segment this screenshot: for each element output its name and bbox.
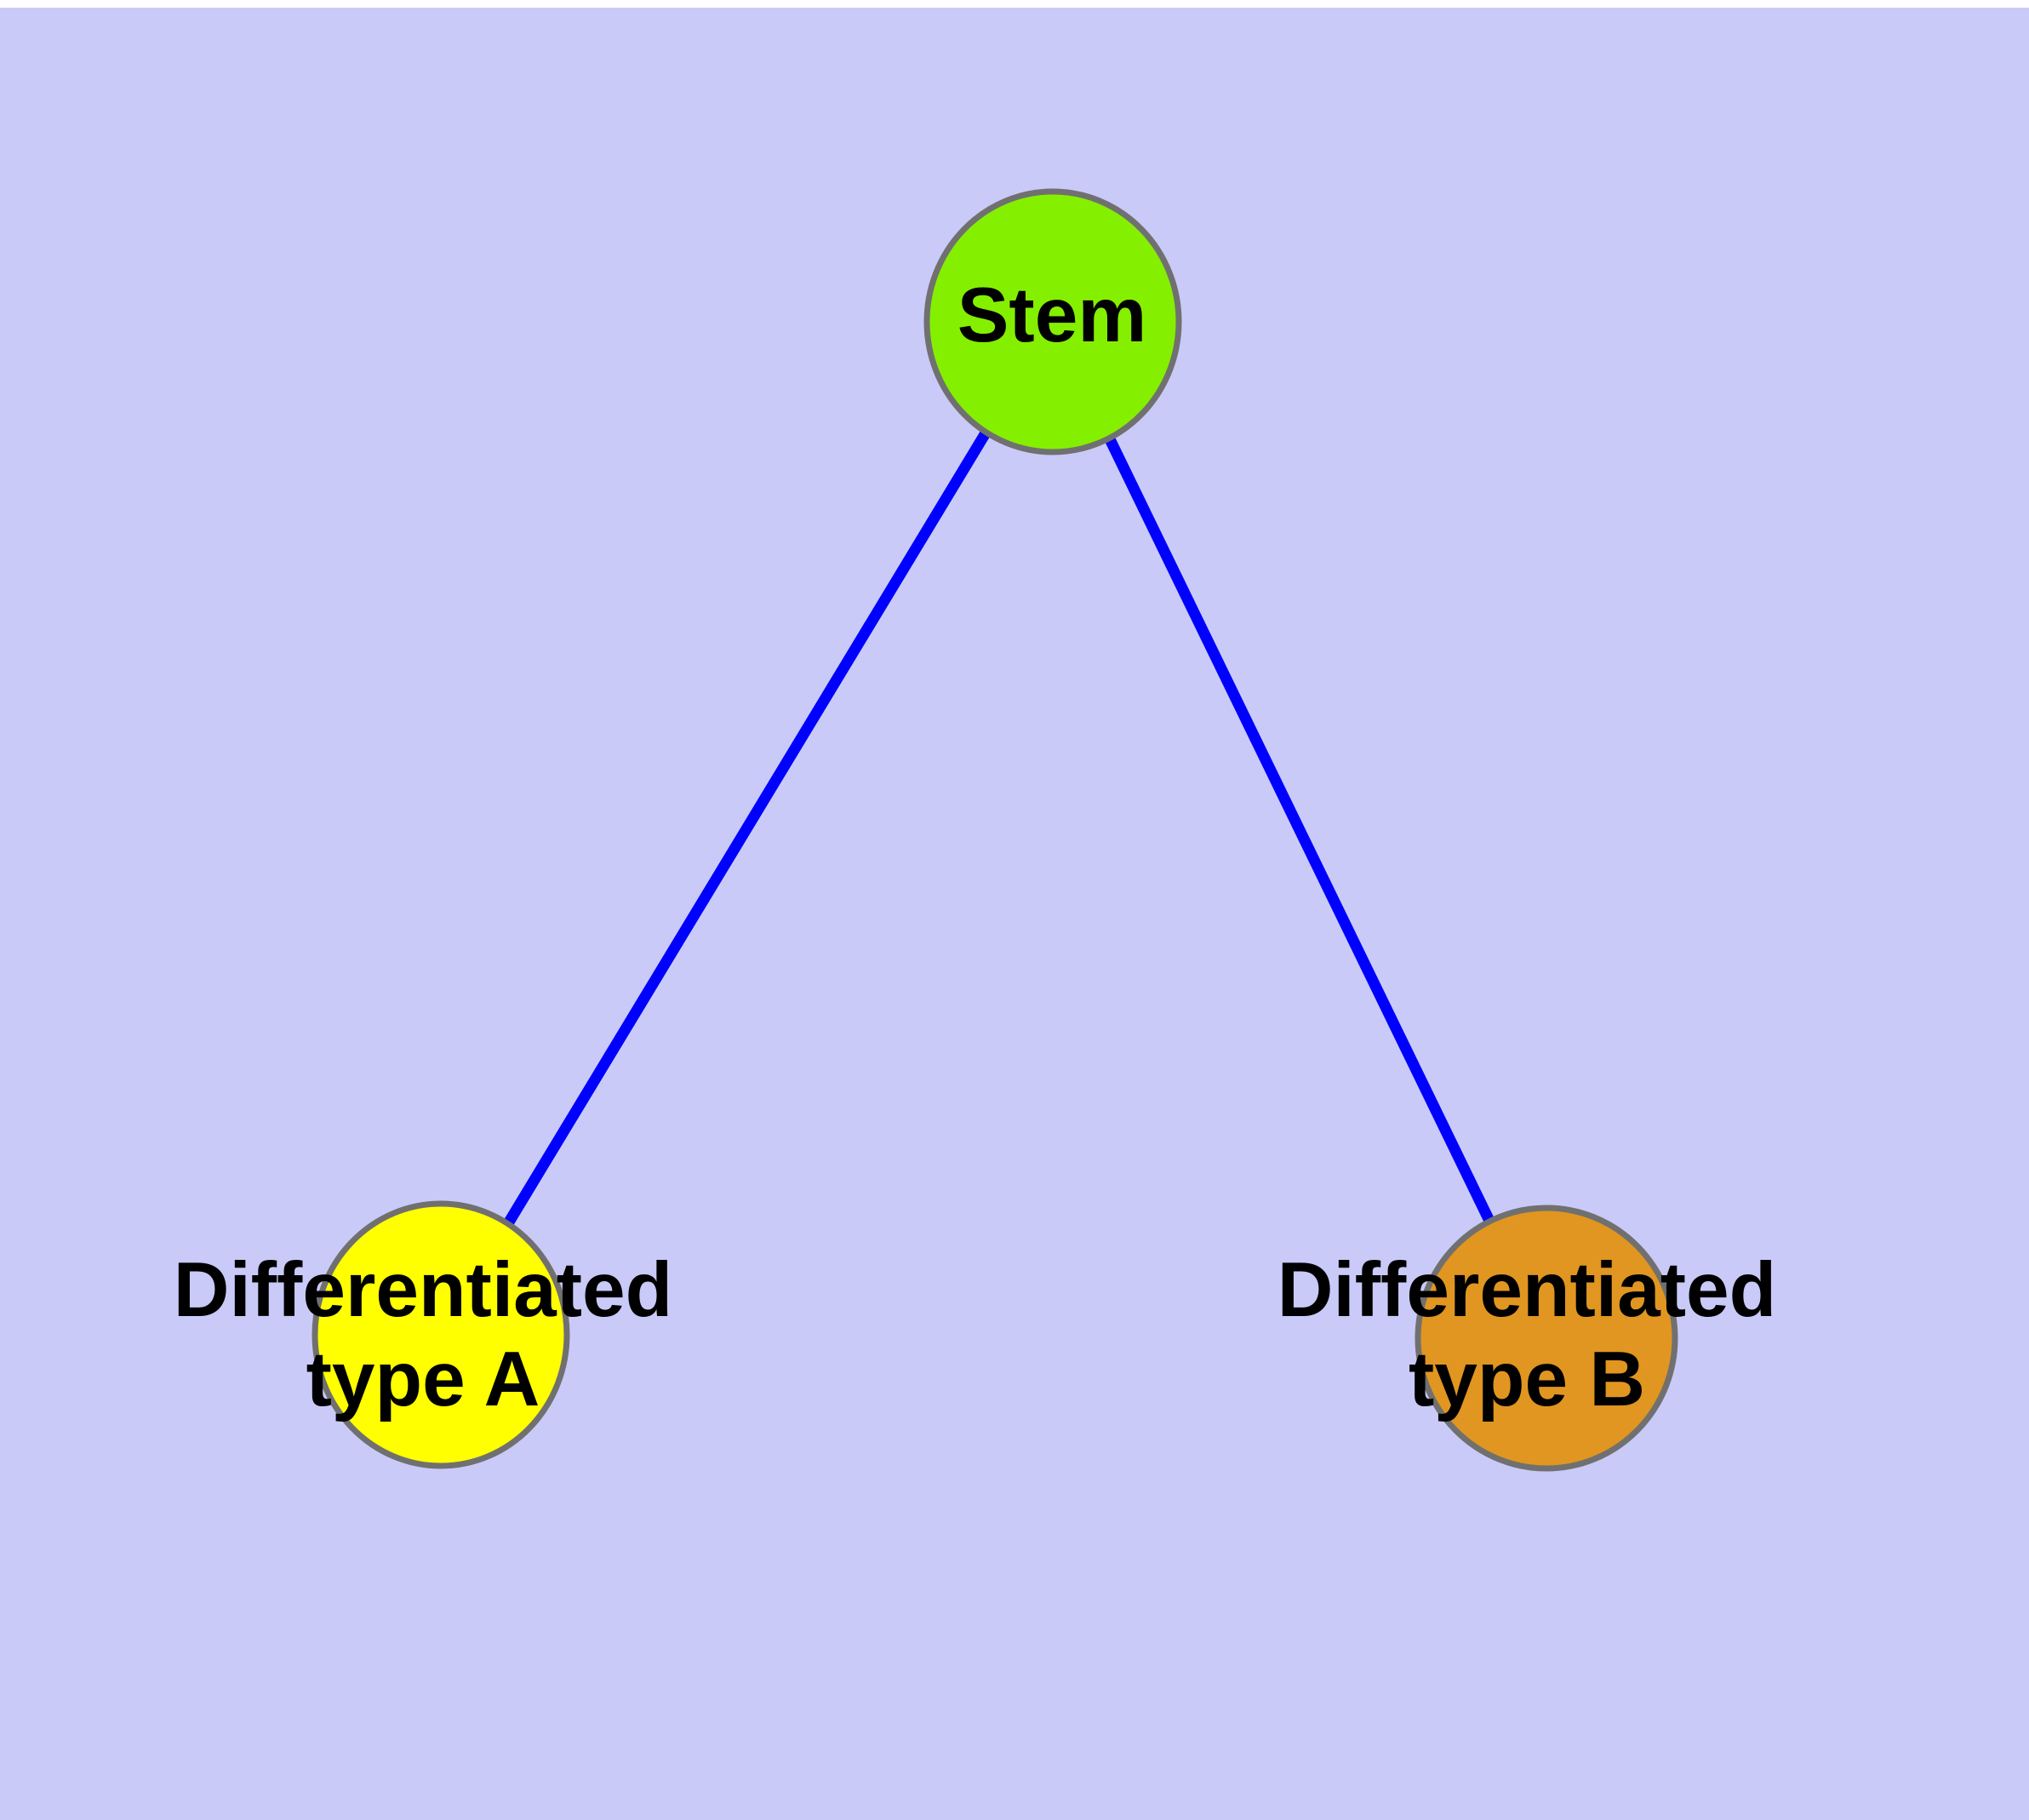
stem-node-label: Stem — [712, 271, 1392, 360]
type-b-node-label: Differentiated type B — [1186, 1245, 1867, 1424]
stem-node-circle — [923, 188, 1182, 455]
edges-layer — [436, 318, 1552, 1341]
stem-label-text: Stem — [957, 272, 1147, 358]
type-a-node-label: Differentiated type A — [83, 1245, 763, 1424]
type-a-label-line2: type A — [306, 1336, 540, 1422]
type-a-node-circle — [311, 1200, 570, 1469]
type-a-label-line1: Differentiated — [173, 1247, 673, 1333]
type-b-label-line2: type B — [1408, 1336, 1646, 1422]
nodes-layer — [311, 188, 1678, 1472]
edge-stem-to-type-a — [436, 318, 1058, 1338]
type-b-node-circle — [1415, 1205, 1678, 1472]
type-b-label-line1: Differentiated — [1277, 1247, 1777, 1333]
top-margin-strip — [0, 0, 2029, 8]
edge-stem-to-type-b — [1048, 319, 1552, 1341]
